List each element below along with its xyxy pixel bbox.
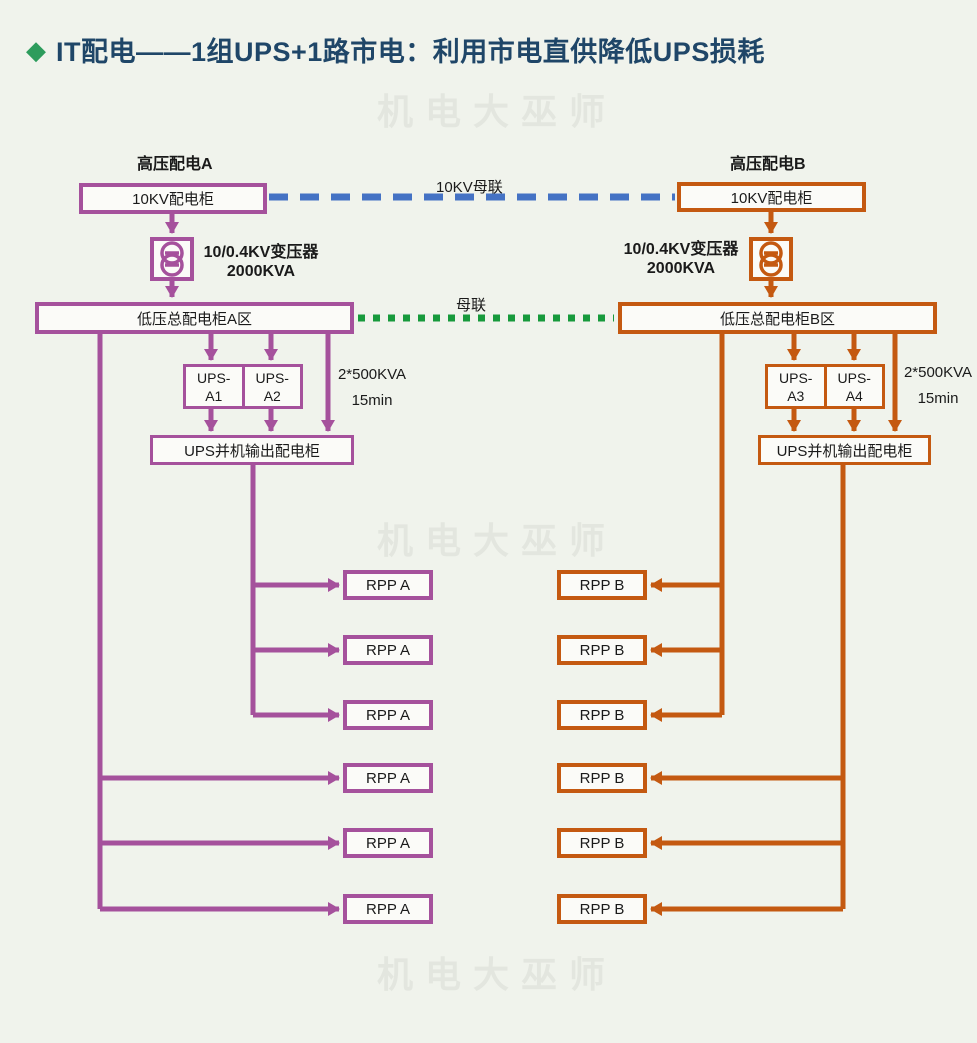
page-title: ◆ IT配电——1组UPS+1路市电：利用市电直供降低UPS损耗 bbox=[26, 30, 765, 69]
a-ups-group: UPS- A1 UPS- A2 bbox=[183, 364, 303, 409]
page-title-text: IT配电——1组UPS+1路市电：利用市电直供降低UPS损耗 bbox=[56, 37, 765, 67]
a-rpp-box-2: RPP A bbox=[343, 635, 433, 665]
b-transformer-label-line2: 2000KVA bbox=[646, 260, 716, 277]
b-rpp-box-4: RPP B bbox=[557, 763, 647, 793]
b-capacity-label: 2*500KVA 15min bbox=[903, 364, 973, 407]
a-hv-cabinet-label: 10KV配电柜 bbox=[132, 191, 214, 208]
a-rpp-box-3: RPP A bbox=[343, 700, 433, 730]
a-ups-output-box: UPS并机输出配电柜 bbox=[150, 435, 354, 465]
lv-tie-label: 母联 bbox=[456, 297, 487, 314]
b-transformer-label-line1: 10/0.4KV变压器 bbox=[623, 241, 739, 258]
b-lv-cabinet-box: 低压总配电柜B区 bbox=[618, 302, 937, 334]
a-transformer-label-line2: 2000KVA bbox=[226, 263, 296, 280]
b-transformer-label: 10/0.4KV变压器 2000KVA bbox=[618, 240, 744, 278]
side-b-wires bbox=[650, 211, 902, 916]
hv-tie-label: 10KV母联 bbox=[436, 179, 503, 196]
b-ups2-box: UPS- A4 bbox=[823, 364, 885, 409]
a-transformer-label: 10/0.4KV变压器 2000KVA bbox=[198, 243, 324, 281]
b-transformer-icon bbox=[749, 237, 793, 281]
b-lv-cabinet-label: 低压总配电柜B区 bbox=[719, 310, 835, 328]
a-lv-cabinet-label: 低压总配电柜A区 bbox=[136, 310, 252, 328]
a-ups2-box: UPS- A2 bbox=[241, 364, 303, 409]
b-rpp-box-5: RPP B bbox=[557, 828, 647, 858]
watermark-middle: 机电大巫师 bbox=[377, 520, 618, 561]
side-a-wires bbox=[97, 213, 340, 916]
b-ups1-box: UPS- A3 bbox=[765, 364, 827, 409]
diamond-icon: ◆ bbox=[26, 34, 46, 65]
b-rpp-box-2: RPP B bbox=[557, 635, 647, 665]
a-capacity-label: 2*500KVA 15min bbox=[337, 366, 407, 409]
a-transformer-icon bbox=[150, 237, 194, 281]
a-lv-cabinet-box: 低压总配电柜A区 bbox=[35, 302, 354, 334]
b-hv-cabinet-box: 10KV配电柜 bbox=[677, 182, 866, 212]
a-hv-cabinet-box: 10KV配电柜 bbox=[79, 183, 267, 214]
a-ups-output-label: UPS并机输出配电柜 bbox=[184, 442, 320, 460]
b-rpp-box-1: RPP B bbox=[557, 570, 647, 600]
b-ups-group: UPS- A3 UPS- A4 bbox=[765, 364, 885, 409]
b-rpp-box-6: RPP B bbox=[557, 894, 647, 924]
a-rpp-box-4: RPP A bbox=[343, 763, 433, 793]
a-rpp-box-1: RPP A bbox=[343, 570, 433, 600]
a-ups1-box: UPS- A1 bbox=[183, 364, 245, 409]
b-ups-output-label: UPS并机输出配电柜 bbox=[776, 442, 913, 460]
b-ups-output-box: UPS并机输出配电柜 bbox=[758, 435, 931, 465]
b-hv-cabinet-label: 10KV配电柜 bbox=[730, 189, 813, 207]
watermark-bottom: 机电大巫师 bbox=[377, 954, 618, 995]
b-hv-section-label: 高压配电B bbox=[730, 156, 806, 173]
watermark-top: 机电大巫师 bbox=[377, 91, 618, 132]
b-rpp-box-3: RPP B bbox=[557, 700, 647, 730]
a-transformer-label-line1: 10/0.4KV变压器 bbox=[203, 244, 319, 261]
a-hv-section-label: 高压配电A bbox=[137, 156, 213, 173]
a-rpp-box-5: RPP A bbox=[343, 828, 433, 858]
a-rpp-box-6: RPP A bbox=[343, 894, 433, 924]
